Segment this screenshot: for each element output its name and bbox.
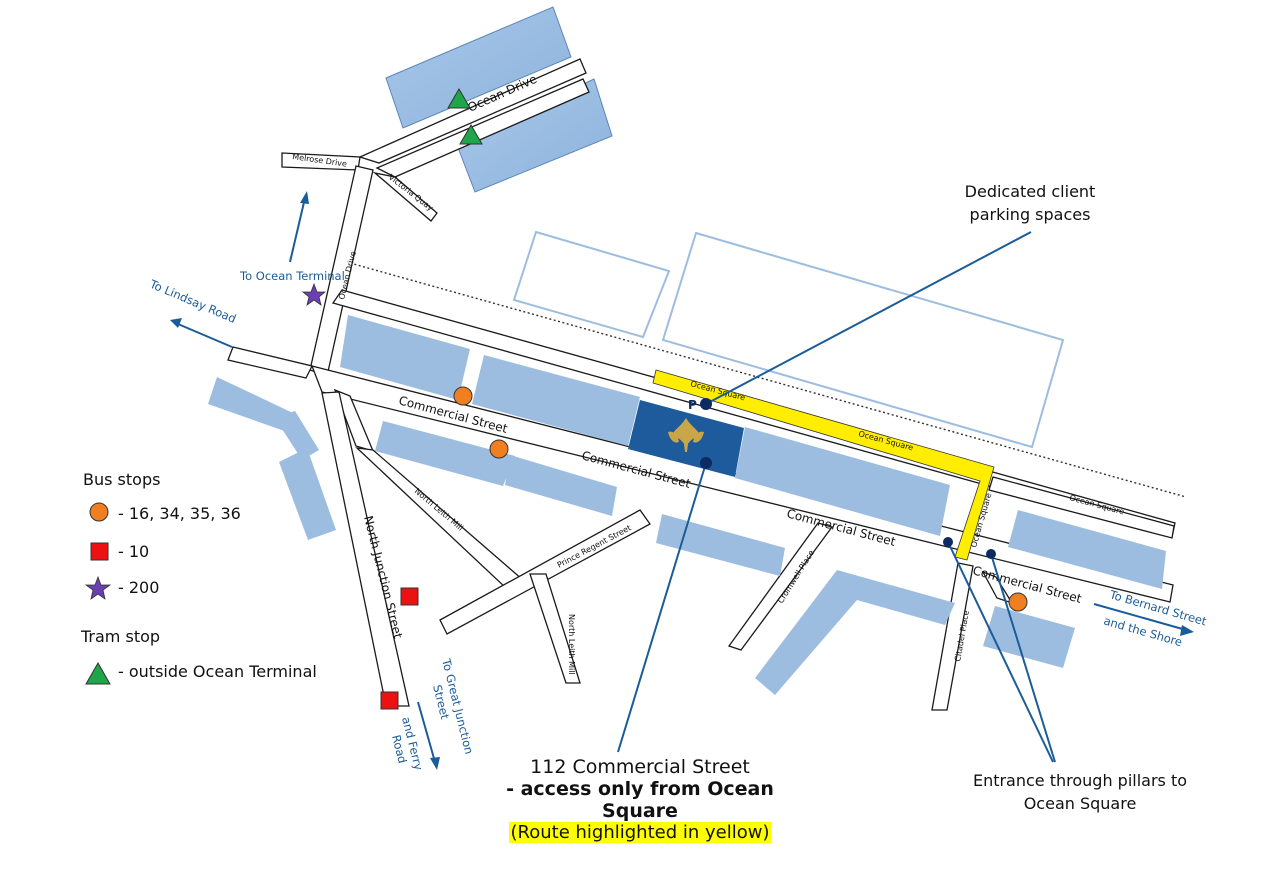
arrow-head-icon bbox=[170, 318, 182, 328]
callout-address-line: 112 Commercial Street bbox=[530, 756, 750, 778]
callout-parking: Dedicated client parking spaces bbox=[930, 180, 1130, 226]
callout-line-entrance-2 bbox=[990, 553, 1056, 763]
arrow-head-icon bbox=[1180, 625, 1194, 636]
arrow-to-great-junction bbox=[417, 701, 436, 763]
arrow-head-icon bbox=[300, 191, 309, 204]
callout-access-line: - access only from Ocean Square bbox=[506, 778, 774, 822]
outline-building-west bbox=[512, 230, 671, 339]
legend-bus-title: Bus stops bbox=[83, 470, 161, 489]
legend-red-icon bbox=[90, 542, 109, 561]
bus-stop-red-icon bbox=[380, 691, 399, 710]
callout-route-note: (Route highlighted in yellow) bbox=[508, 822, 772, 843]
label-victoria-quay: Victoria Quay bbox=[387, 172, 435, 212]
arrow-head-icon bbox=[430, 757, 440, 770]
bus-stop-orange-icon bbox=[453, 386, 473, 406]
tram-stop-icon bbox=[459, 124, 483, 145]
dir-to-lindsay-road: To Lindsay Road bbox=[147, 276, 238, 325]
callout-line-entrance-1 bbox=[947, 541, 1054, 763]
legend-tram-green: - outside Ocean Terminal bbox=[118, 662, 317, 681]
bus-stop-star-icon bbox=[301, 282, 327, 306]
callout-parking-line-1: Dedicated client bbox=[964, 182, 1096, 201]
tram-stop-icon bbox=[447, 88, 471, 109]
legend-orange-icon bbox=[89, 502, 109, 522]
parking-label: P bbox=[688, 398, 697, 412]
legend-bus-red: - 10 bbox=[118, 542, 150, 561]
arrow-to-bernard-street bbox=[1093, 603, 1187, 631]
callout-line-parking bbox=[705, 231, 1032, 405]
dir-to-ocean-terminal: To Ocean Terminal bbox=[239, 269, 345, 283]
label-prince-regent-street: Prince Regent Street bbox=[556, 523, 633, 570]
bus-stop-red-icon bbox=[400, 587, 419, 606]
callout-address: 112 Commercial Street - access only from… bbox=[480, 756, 800, 844]
arrow-to-ocean-terminal bbox=[289, 197, 306, 263]
legend-star-icon bbox=[84, 575, 112, 600]
buildings bbox=[208, 315, 1166, 695]
dir-ferry-road-2: Road bbox=[389, 733, 410, 764]
entrance-pillar-dot-2 bbox=[986, 549, 996, 559]
outline-building-east bbox=[661, 231, 1065, 449]
address-dot bbox=[700, 457, 712, 469]
legend-tram-icon bbox=[85, 661, 111, 685]
legend-bus-orange: - 16, 34, 35, 36 bbox=[118, 504, 241, 523]
callout-parking-line-2: parking spaces bbox=[969, 205, 1091, 224]
railway-line bbox=[349, 262, 1187, 498]
legend-tram-title: Tram stop bbox=[81, 627, 161, 646]
arrow-to-lindsay-road bbox=[177, 323, 233, 348]
bus-stop-orange-icon bbox=[489, 439, 509, 459]
callout-entrance: Entrance through pillars to Ocean Square bbox=[950, 769, 1210, 815]
callout-entrance-line-2: Ocean Square bbox=[1023, 794, 1137, 813]
ocean-terminal-building-north bbox=[385, 6, 572, 129]
parking-dot bbox=[700, 398, 712, 410]
label-north-leith-mill-2: North Leith Mill bbox=[567, 614, 576, 675]
legend-bus-star: - 200 bbox=[118, 578, 160, 597]
callout-entrance-line-1: Entrance through pillars to bbox=[972, 771, 1188, 790]
entrance-pillar-dot-1 bbox=[943, 537, 953, 547]
bus-stop-orange-icon bbox=[1008, 592, 1028, 612]
callout-line-address bbox=[617, 462, 707, 753]
company-logo-icon bbox=[668, 418, 704, 452]
